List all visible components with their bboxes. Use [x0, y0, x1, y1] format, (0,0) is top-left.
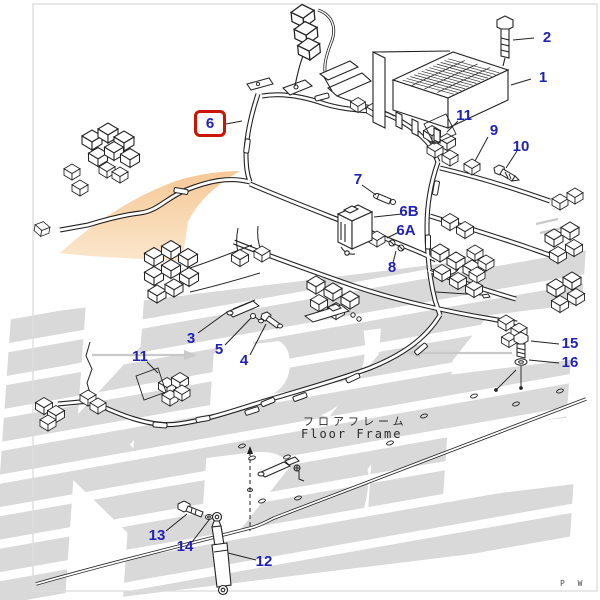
- callout-target-outlines: [135, 113, 491, 401]
- bolt-part-4: [260, 311, 283, 329]
- callout-3[interactable]: 3: [186, 330, 196, 347]
- callout-8[interactable]: 8: [387, 259, 397, 276]
- relay-part-6b: [336, 204, 374, 256]
- callout-1[interactable]: 1: [538, 69, 548, 86]
- callout-16[interactable]: 16: [561, 354, 579, 371]
- top-relay-bracket-assembly: [282, 8, 373, 97]
- callout-7[interactable]: 7: [353, 171, 363, 188]
- watermark-speed-arrows: [92, 217, 563, 360]
- heater-unit-part-1: [372, 50, 510, 144]
- watermark-swoosh: [60, 171, 240, 262]
- locator-dashed-line: [247, 446, 253, 531]
- floor-frame-holes: [238, 388, 564, 504]
- callout-6-highlighted[interactable]: 6: [194, 110, 226, 137]
- bolt-part-10: [493, 164, 521, 182]
- gas-spring-part-12: [211, 511, 232, 596]
- screws-part-8: [388, 239, 405, 252]
- washer-part-14: [205, 514, 213, 520]
- callout-15[interactable]: 15: [561, 335, 579, 352]
- callout-12[interactable]: 12: [255, 553, 273, 570]
- bolt-part-13: [177, 500, 204, 518]
- callout-14[interactable]: 14: [176, 538, 194, 555]
- harness-clamp-bands: [152, 92, 440, 429]
- clamp-strip-2: [303, 303, 362, 323]
- clamp-part-3: [226, 299, 260, 318]
- image-frame-border: [32, 3, 598, 592]
- callout-11-bottom[interactable]: 11: [132, 348, 148, 365]
- part-15-16-locators: [494, 366, 523, 392]
- callout-6a[interactable]: 6A: [396, 222, 416, 239]
- callout-9[interactable]: 9: [489, 122, 499, 139]
- screw-part-5: [250, 313, 264, 324]
- washer-part-16: [514, 358, 528, 366]
- floor-frame: [35, 388, 587, 586]
- floor-frame-label-jp: フロアフレーム: [303, 415, 408, 428]
- callout-5[interactable]: 5: [214, 341, 224, 358]
- callout-6b[interactable]: 6B: [399, 203, 419, 220]
- callout-11-top[interactable]: 11: [456, 107, 472, 124]
- leader-lines: [146, 37, 560, 561]
- callout-4[interactable]: 4: [239, 352, 249, 369]
- corner-watermark-text: P W: [560, 579, 587, 588]
- callout-10[interactable]: 10: [512, 138, 530, 155]
- floor-frame-label-en: Floor Frame: [301, 427, 403, 441]
- bolt-part-2: [496, 15, 514, 67]
- callout-2[interactable]: 2: [542, 29, 552, 46]
- callout-13[interactable]: 13: [148, 527, 166, 544]
- frame-bracket-strip: [257, 456, 305, 482]
- bolt-part-15: [513, 331, 529, 359]
